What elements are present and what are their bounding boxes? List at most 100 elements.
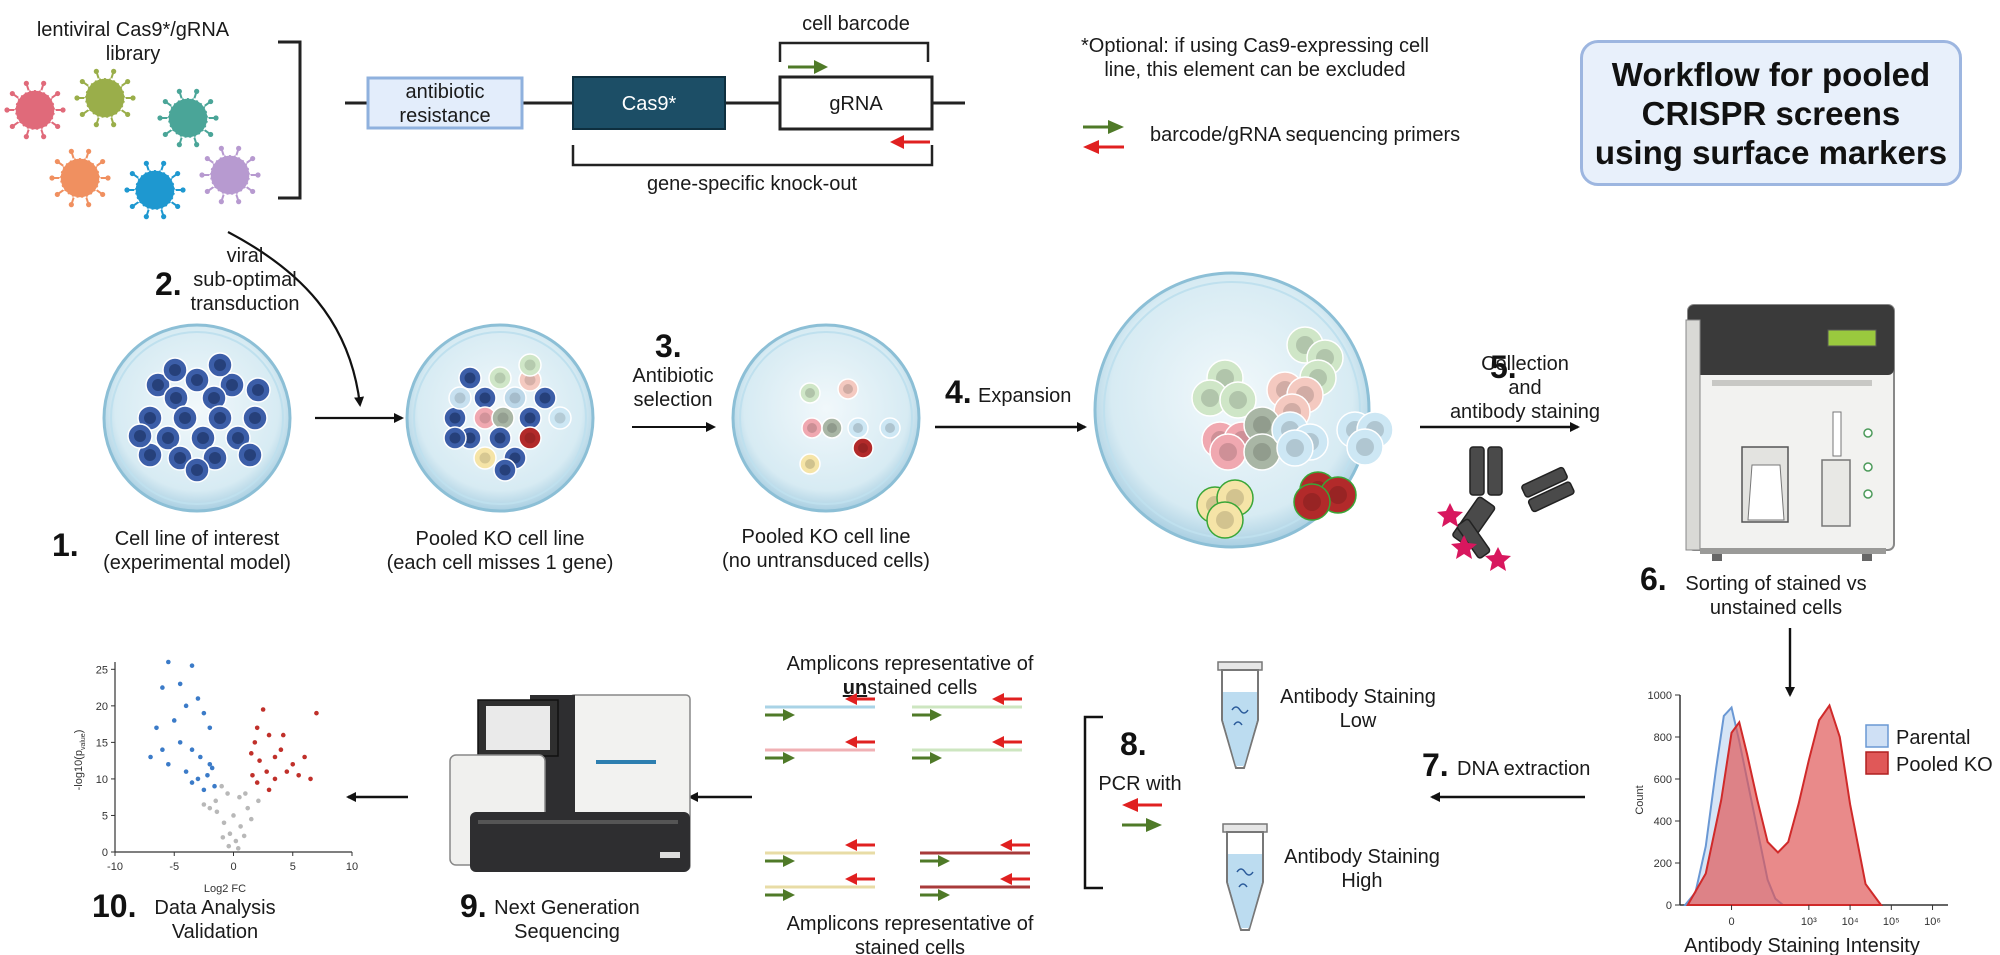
cell-icon: [799, 453, 821, 475]
volcano-point: [308, 776, 313, 782]
optional-note-line2: line, this element can be excluded: [1104, 59, 1405, 81]
reverse-primer-arrow: [890, 135, 930, 149]
histogram-ytick: 800: [1654, 732, 1672, 744]
workflow-title: Workflow for pooled CRISPR screens using…: [1595, 55, 1947, 172]
amplicons-unstained-rest: stained cells: [867, 677, 977, 699]
cell-icon: [184, 367, 210, 393]
cell-icon: [1219, 381, 1257, 419]
step-2-line2: sub-optimal: [193, 269, 296, 291]
amplicons-unstained-prefix: un: [843, 677, 867, 699]
volcano-point: [213, 798, 219, 804]
grna-label: gRNA: [829, 93, 883, 115]
volcano-point: [254, 725, 260, 731]
antibiotic-label-line2: resistance: [399, 105, 490, 127]
title-line-2: CRISPR screens: [1641, 94, 1901, 132]
volcano-point: [250, 772, 255, 778]
volcano-ytick: 20: [96, 701, 108, 713]
cell-barcode-label: cell barcode: [802, 13, 910, 35]
step-4-number: 4.: [945, 374, 972, 410]
cell-icon: [155, 425, 181, 451]
cell-sorter-instrument: [1685, 304, 1895, 561]
tube-low-line2: Low: [1340, 710, 1377, 732]
histogram-ytick: 400: [1654, 816, 1672, 828]
volcano-point: [189, 663, 195, 668]
cell-icon: [207, 352, 233, 378]
volcano-point: [207, 725, 213, 731]
cell-icon: [518, 426, 542, 450]
virus-icon: [157, 88, 219, 148]
volcano-point: [189, 780, 195, 785]
cell-icon: [448, 386, 472, 410]
volcano-ylabel: -log10(pvalue): [73, 730, 87, 791]
pooled1-line2: (each cell misses 1 gene): [387, 552, 614, 574]
optional-note-line1: *Optional: if using Cas9-expressing cell: [1081, 35, 1429, 57]
volcano-point: [245, 805, 251, 811]
step-8-label: PCR with: [1098, 773, 1181, 795]
step-10-line2: Validation: [172, 921, 258, 943]
step-10-line1: Data Analysis: [154, 897, 275, 919]
volcano-xtick: -5: [169, 861, 179, 873]
cell-icon: [548, 406, 572, 430]
histogram-xtick: 10⁴: [1842, 916, 1859, 928]
step-7-label: DNA extraction: [1457, 758, 1590, 780]
knockout-label: gene-specific knock-out: [647, 173, 858, 195]
cell-icon: [162, 357, 188, 383]
amplicons-unstained-line1: Amplicons representative of: [787, 653, 1034, 675]
cell-icon: [163, 385, 189, 411]
tube-high: [1222, 823, 1268, 931]
cell-icon: [488, 366, 512, 390]
step-8-number: 8.: [1120, 726, 1147, 762]
volcano-point: [252, 740, 258, 745]
cell-icon: [443, 426, 467, 450]
cell-icon: [242, 405, 268, 431]
title-line-1: Workflow for pooled: [1611, 55, 1931, 93]
amplicon: [912, 693, 1022, 721]
cell-icon: [184, 457, 210, 483]
cell-icon: [1293, 483, 1331, 521]
cell-icon: [1243, 406, 1281, 444]
petri-dish-expanded: [1093, 271, 1394, 549]
cell-icon: [503, 386, 527, 410]
volcano-point: [272, 776, 278, 782]
step-2-line1: viral: [227, 245, 264, 267]
cell-icon: [137, 442, 163, 468]
amplicons-stained: [765, 839, 1030, 901]
volcano-point: [201, 787, 207, 793]
pooled2-line1: Pooled KO cell line: [742, 526, 911, 548]
step-9-line1: Next Generation: [494, 897, 640, 919]
histogram-xtick: 10⁶: [1924, 916, 1941, 928]
volcano-point: [219, 783, 224, 789]
cell-icon: [493, 458, 517, 482]
volcano-point: [171, 718, 177, 723]
step-2-line3: transduction: [191, 293, 300, 315]
workflow-title-box: Workflow for pooled CRISPR screens using…: [1580, 40, 1962, 186]
volcano-point: [256, 798, 261, 804]
legend-swatch-parental: [1865, 724, 1889, 748]
cell-icon: [237, 442, 263, 468]
forward-primer-arrow: [788, 60, 828, 74]
pooled1-line1: Pooled KO cell line: [416, 528, 585, 550]
histogram-ytick: 600: [1654, 774, 1672, 786]
volcano-point: [177, 681, 183, 687]
step-1-line2: (experimental model): [103, 552, 291, 574]
step-3-number: 3.: [655, 328, 682, 364]
volcano-point: [257, 758, 262, 763]
volcano-point: [220, 835, 226, 840]
volcano-point: [195, 696, 201, 701]
volcano-point: [227, 831, 233, 837]
volcano-point: [201, 802, 207, 807]
cell-icon: [127, 423, 153, 449]
amplicons-stained-line1: Amplicons representative of: [787, 913, 1034, 935]
volcano-point: [237, 794, 242, 800]
amplicons-stained-line2: stained cells: [855, 937, 965, 955]
volcano-point: [290, 762, 296, 767]
volcano-point: [296, 772, 301, 778]
volcano-point: [226, 843, 232, 849]
step-7-number: 7.: [1422, 747, 1449, 783]
virus-icon: [124, 160, 186, 220]
amplicon: [920, 873, 1030, 901]
histogram-ylabel: Count: [1634, 785, 1646, 814]
knockout-bracket: [571, 145, 934, 167]
cas9-label: Cas9*: [622, 93, 677, 115]
